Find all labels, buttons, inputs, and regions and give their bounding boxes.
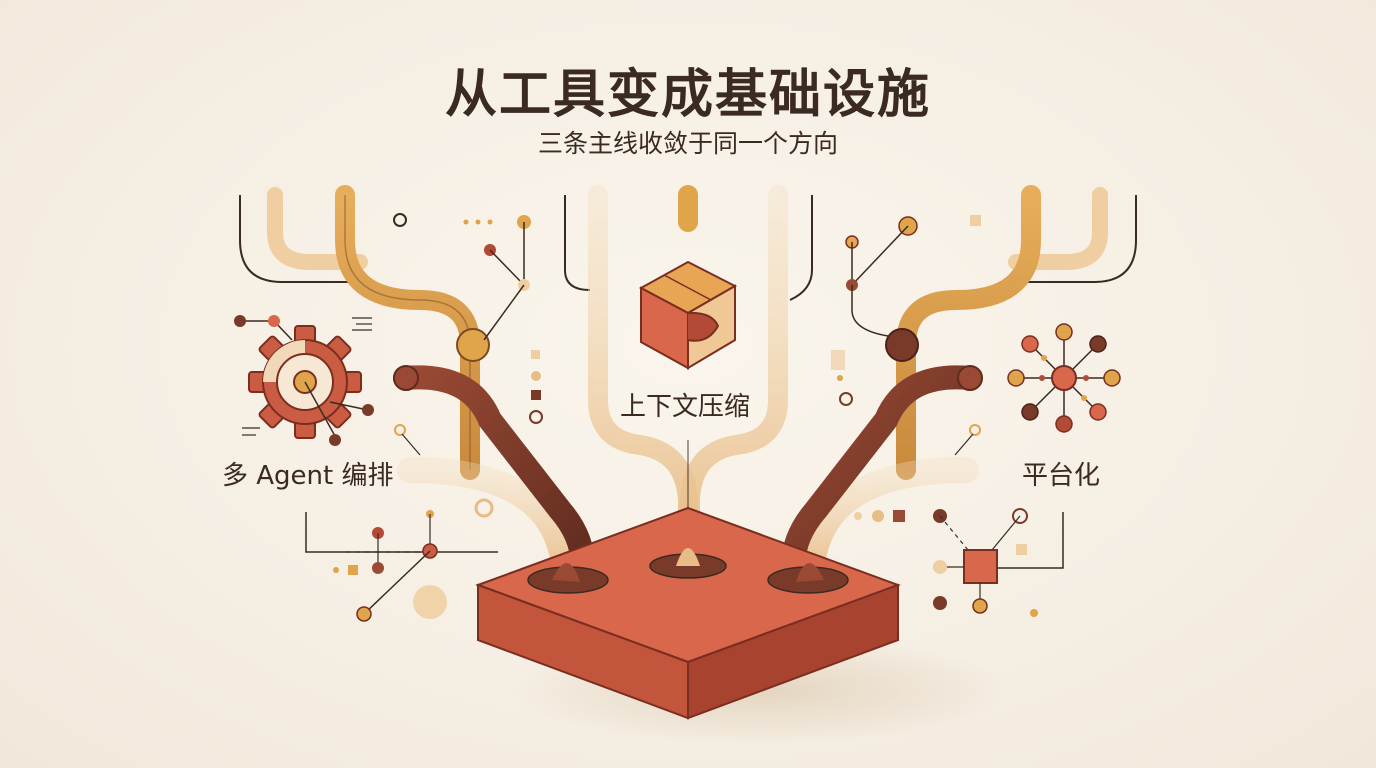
right-top-node-cluster	[831, 215, 981, 456]
branch-label-context-compression: 上下文压缩	[620, 392, 751, 422]
foundation-block-icon	[475, 506, 901, 720]
branch-label-multi-agent: 多 Agent 编排	[222, 461, 394, 491]
branch-label-platform: 平台化	[1022, 461, 1101, 491]
right-bottom-network	[854, 508, 1064, 617]
left-bottom-network	[305, 424, 498, 622]
right-junction-node	[885, 328, 919, 362]
gear-icon	[248, 325, 362, 439]
left-branch-pipes	[239, 185, 595, 594]
gear-connector-dots	[234, 315, 374, 446]
left-top-node-cluster	[393, 213, 543, 424]
right-branch-pipes	[781, 185, 1137, 594]
center-branch-pipes	[564, 185, 813, 575]
compress-cube-icon	[638, 260, 738, 370]
network-hub-icon	[1007, 323, 1121, 433]
page-subtitle: 三条主线收敛于同一个方向	[537, 129, 838, 158]
page-title: 从工具变成基础设施	[444, 65, 931, 125]
left-junction-node	[456, 328, 490, 362]
